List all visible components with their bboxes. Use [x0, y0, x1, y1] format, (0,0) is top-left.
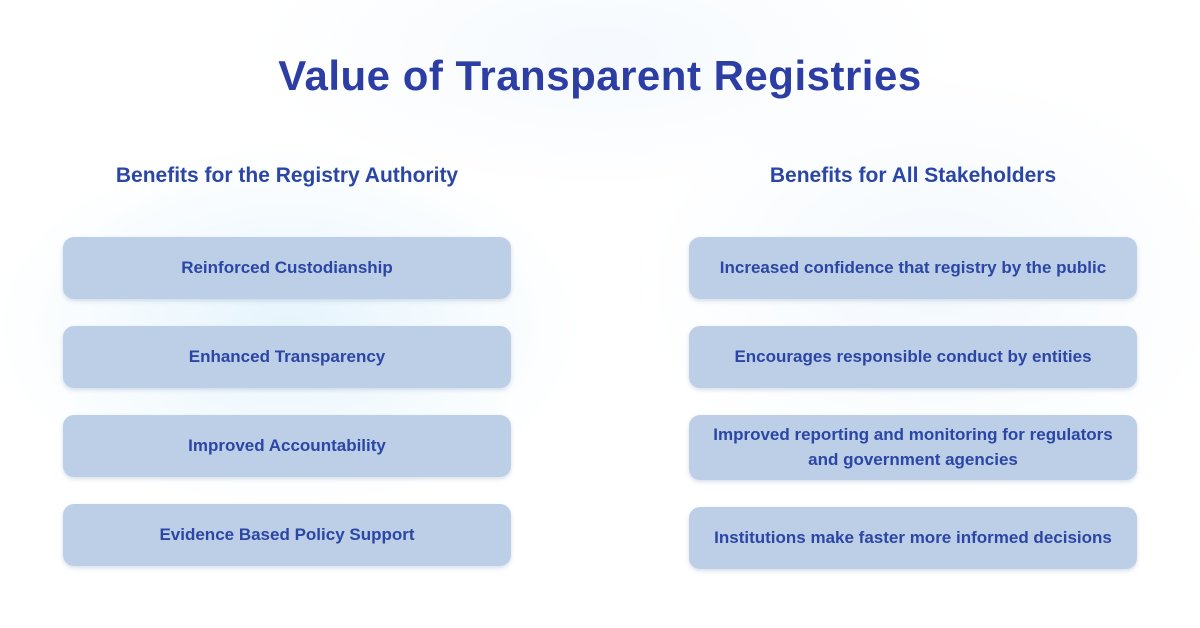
benefit-box-evidence-based-policy-support: Evidence Based Policy Support [63, 504, 511, 566]
column-header-registry-authority: Benefits for the Registry Authority [115, 164, 459, 187]
benefit-box-faster-decisions: Institutions make faster more informed d… [689, 507, 1137, 570]
benefit-label: Enhanced Transparency [188, 346, 386, 366]
benefit-label: Evidence Based Policy Support [159, 524, 415, 544]
benefit-box-improved-reporting: Improved reporting and monitoring for re… [689, 415, 1137, 481]
benefit-box-responsible-conduct: Encourages responsible conduct by entiti… [689, 326, 1137, 388]
benefit-label: Encourages responsible conduct by entiti… [734, 346, 1092, 366]
benefit-label: Increased confidence that registry by th… [719, 257, 1107, 277]
benefit-box-improved-accountability: Improved Accountability [63, 415, 511, 477]
column-registry-authority: Benefits for the Registry Authority Rein… [63, 160, 511, 593]
benefit-box-reinforced-custodianship: Reinforced Custodianship [63, 237, 511, 299]
column-all-stakeholders: Benefits for All Stakeholders Increased … [689, 160, 1137, 596]
column-header-all-stakeholders: Benefits for All Stakeholders [769, 164, 1057, 187]
benefit-box-increased-confidence: Increased confidence that registry by th… [689, 237, 1137, 299]
benefit-label: Reinforced Custodianship [181, 257, 393, 277]
benefit-label: Improved reporting and monitoring for re… [713, 425, 1113, 469]
benefit-label: Institutions make faster more informed d… [714, 527, 1112, 547]
page-title: Value of Transparent Registries [278, 52, 922, 99]
benefit-label: Improved Accountability [188, 435, 386, 455]
benefit-box-enhanced-transparency: Enhanced Transparency [63, 326, 511, 388]
